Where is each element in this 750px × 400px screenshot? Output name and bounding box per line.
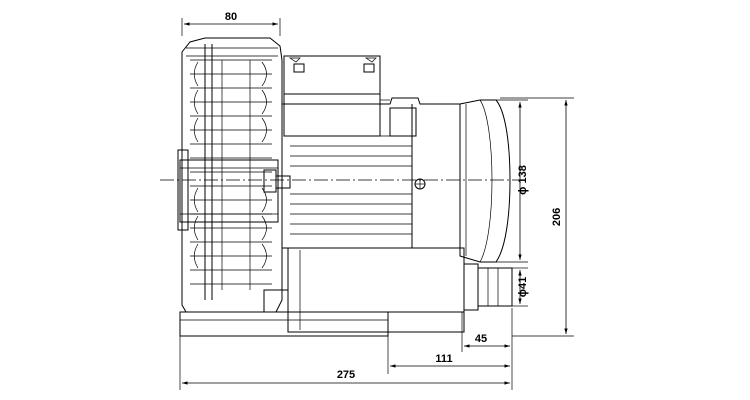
dim-height-total [500, 97, 574, 337]
base-plate [179, 311, 465, 337]
dim-overhang [387, 336, 513, 374]
motor-body [281, 97, 461, 249]
dim-label-diameter-port: ϕ41 [517, 277, 529, 297]
dim-diameter-port [512, 267, 528, 307]
motor-fins [290, 135, 412, 235]
dim-label-length-total: 275 [337, 369, 355, 381]
dim-label-port-length: 45 [475, 333, 487, 345]
dim-port-length [461, 308, 513, 352]
dim-label-diameter-outlet: ϕ 138 [517, 165, 529, 195]
fan-housing [177, 37, 291, 313]
dim-label-height-total: 206 [551, 208, 563, 226]
housing-ribs [190, 44, 272, 300]
dim-width-top [181, 18, 281, 36]
fan-cover [459, 99, 511, 263]
dim-label-width-top: 80 [225, 11, 237, 23]
dim-length-total [179, 336, 513, 390]
dim-diameter-outlet [496, 99, 528, 263]
terminal-box [283, 55, 390, 137]
dim-label-overhang: 111 [435, 353, 452, 365]
outlet-port [263, 247, 513, 333]
